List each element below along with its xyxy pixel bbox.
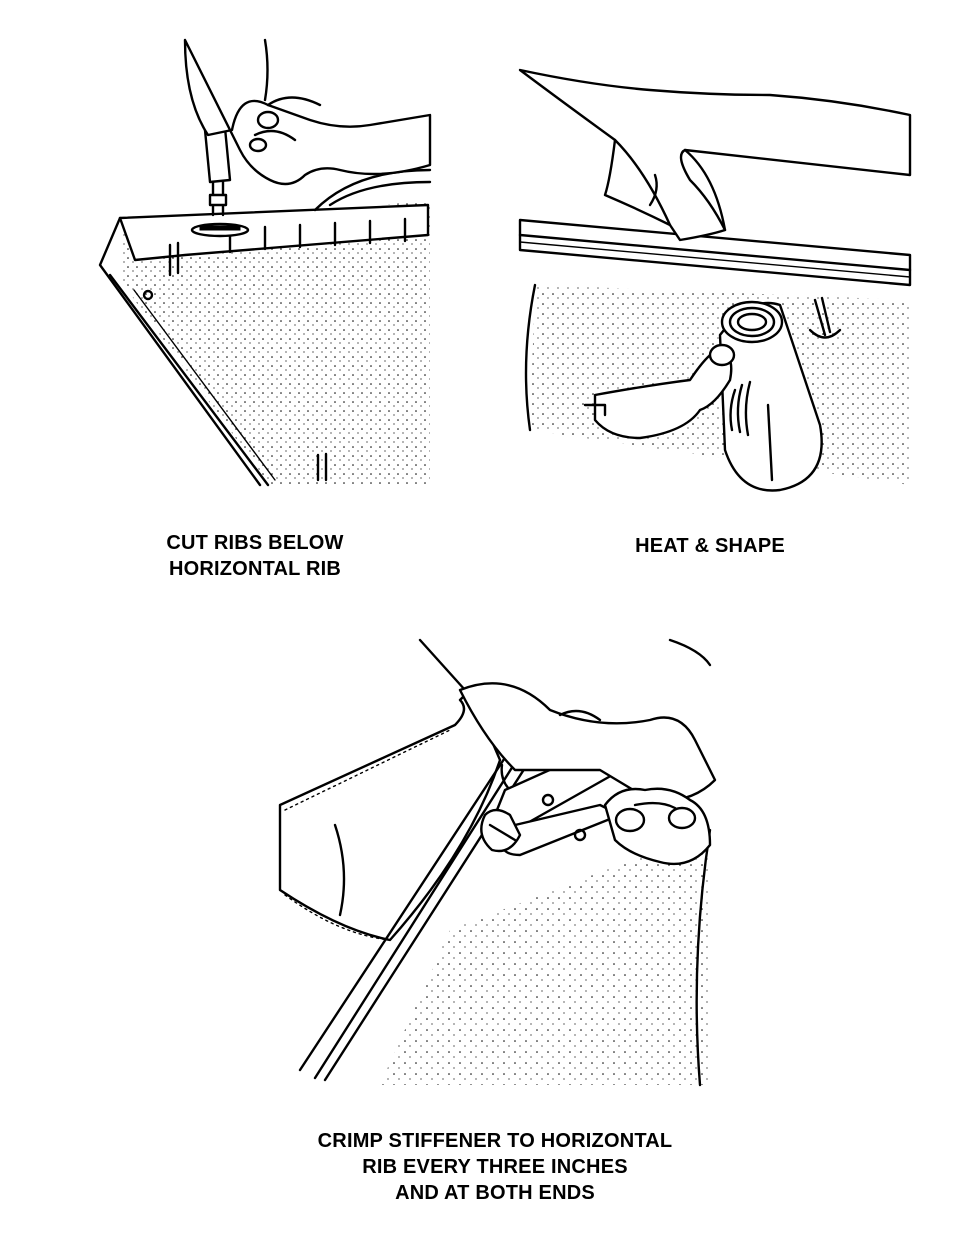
- caption-heat-shape: HEAT & SHAPE: [580, 533, 840, 559]
- heat-gun-icon: [518, 68, 912, 492]
- caption-crimp-line3: AND AT BOTH ENDS: [395, 1182, 595, 1204]
- caption-cut-ribs-line2: HORIZONTAL RIB: [168, 558, 342, 580]
- illustration-crimp-stiffener: [270, 630, 730, 1090]
- crimping-pliers-icon: [278, 638, 717, 1087]
- rotary-cutter-icon: [98, 38, 432, 487]
- illustration-cut-ribs: [90, 30, 450, 490]
- caption-cut-ribs: CUT RIBS BELOW HORIZONTAL RIB: [120, 530, 390, 582]
- caption-crimp-line2: RIB EVERY THREE INCHES: [362, 1156, 628, 1178]
- caption-cut-ribs-line1: CUT RIBS BELOW: [166, 532, 344, 554]
- illustration-heat-shape: [510, 60, 920, 500]
- caption-crimp-line1: CRIMP STIFFENER TO HORIZONTAL: [317, 1130, 673, 1152]
- caption-crimp-stiffener: CRIMP STIFFENER TO HORIZONTAL RIB EVERY …: [260, 1128, 730, 1206]
- caption-heat-shape-line1: HEAT & SHAPE: [635, 535, 785, 557]
